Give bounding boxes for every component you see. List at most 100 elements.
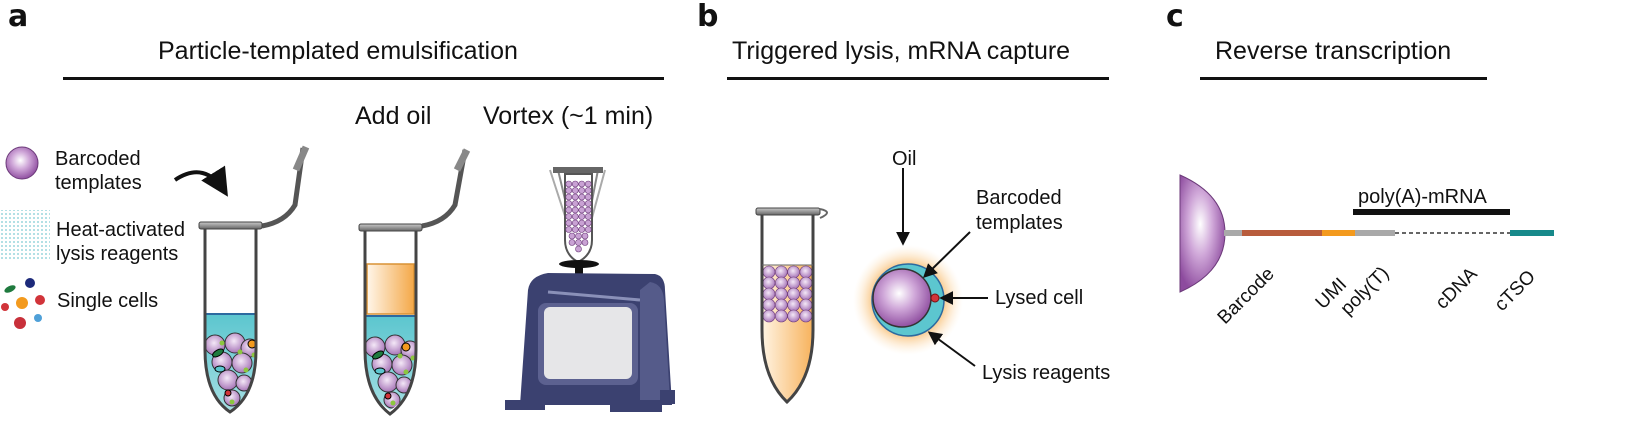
vortex-bead <box>578 219 586 227</box>
vortex-bead <box>581 239 589 246</box>
emulsion-droplet-bead <box>774 309 788 323</box>
panel-c-title-rule <box>1200 77 1487 80</box>
emulsion-droplet-bead <box>762 276 776 290</box>
umi-segment <box>1322 230 1355 236</box>
label-barcoded-1: Barcoded <box>976 187 1062 209</box>
panel-b-title: Triggered lysis, mRNA capture <box>732 37 1071 65</box>
emulsion-droplet-bead <box>762 265 776 279</box>
vortex-bead <box>575 232 582 240</box>
vortex-bead <box>568 232 576 240</box>
polyt-segment <box>1355 230 1395 236</box>
vortex-bead <box>578 213 586 220</box>
legend-lysis-reagents-label-2: lysis reagents <box>56 243 179 265</box>
emulsion-droplet-bead <box>762 287 776 301</box>
vortex-bead <box>571 200 579 207</box>
barcoded-template-bead-icon <box>5 146 39 180</box>
emulsion-droplet-bead <box>787 265 800 279</box>
panel-b-title-rule <box>727 77 1109 80</box>
emulsion-droplet-bead <box>799 276 813 290</box>
vortex-bead <box>571 219 579 227</box>
vortex-bead <box>578 193 586 201</box>
vortex-bead <box>575 239 582 246</box>
label-polya-mrna: poly(A)-mRNA <box>1358 186 1487 208</box>
vortex-bead <box>565 206 573 214</box>
vortex-bead <box>571 180 579 188</box>
emulsion-droplet-bead <box>787 309 800 323</box>
panel-c-title: Reverse transcription <box>1215 37 1452 65</box>
emulsion-droplet-bead <box>799 287 813 301</box>
emulsion-droplet-bead <box>774 276 788 290</box>
vortex-bead <box>584 180 592 188</box>
legend-lysis-reagents-label-1: Heat-activated <box>56 219 185 241</box>
vortex-bead <box>578 180 586 188</box>
emulsion-droplet-bead <box>762 309 776 323</box>
templates-arrow-icon <box>922 231 971 278</box>
emulsion-droplet-bead <box>774 287 788 301</box>
vortex-bead <box>565 180 573 188</box>
emulsion-droplet-bead <box>774 298 788 312</box>
vortex-bead <box>584 213 592 220</box>
reverse-transcription-diagram <box>1179 174 1554 293</box>
panel-b-letter: b <box>697 0 719 34</box>
legend-barcoded-templates-label-2: templates <box>55 172 142 194</box>
vortex-bead <box>578 200 586 207</box>
vortex-mixer-icon <box>505 167 675 412</box>
legend-single-cells-label: Single cells <box>57 290 159 312</box>
vortex-tube-beads <box>565 180 592 253</box>
vortex-bead <box>565 226 573 233</box>
panel-a-letter: a <box>8 0 29 34</box>
emulsion-droplets <box>762 265 813 323</box>
vortex-bead <box>584 206 592 214</box>
segment-label-cdna: cDNA <box>1432 263 1482 313</box>
vortex-bead <box>565 193 573 201</box>
vortex-bead <box>565 200 573 207</box>
vortex-bead <box>581 232 589 240</box>
vortex-bead <box>584 219 592 227</box>
add-arrow-icon <box>173 165 228 197</box>
panel-a-title-rule <box>63 77 664 80</box>
vortex-bead <box>568 239 576 246</box>
segment-label-barcode: Barcode <box>1214 264 1279 329</box>
segment-label-ctso: cTSO <box>1491 266 1540 315</box>
linker-segment <box>1224 230 1242 236</box>
vortex-bead <box>578 226 586 233</box>
label-barcoded-2: templates <box>976 212 1063 234</box>
single-cells-icon <box>1 278 45 329</box>
polya-mrna-bar <box>1353 209 1510 215</box>
lysis-reagents-icon <box>0 210 50 260</box>
emulsion-droplet-bead <box>799 265 813 279</box>
barcode-segment <box>1242 230 1322 236</box>
vortex-bead <box>571 187 579 194</box>
tube-with-oil-layer <box>358 148 471 416</box>
emulsion-droplet-bead <box>799 309 813 323</box>
vortex-bead <box>571 213 579 220</box>
vortex-bead <box>578 206 586 214</box>
vortex-bead <box>571 193 579 201</box>
panel-a-title: Particle-templated emulsification <box>158 37 518 65</box>
label-lysis-reagents: Lysis reagents <box>982 362 1111 384</box>
emulsion-droplet-bead <box>787 298 800 312</box>
label-lysed-cell: Lysed cell <box>995 287 1084 309</box>
ctso-segment <box>1510 230 1554 236</box>
emulsion-droplet-bead <box>787 276 800 290</box>
lysed-cell-dot <box>930 293 940 303</box>
vortex-bead <box>565 187 573 194</box>
label-oil: Oil <box>892 148 917 170</box>
panel-c-letter: c <box>1166 0 1184 34</box>
vortex-bead <box>584 187 592 194</box>
vortex-bead <box>584 226 592 233</box>
vortex-bead <box>571 206 579 214</box>
legend-barcoded-templates-label-1: Barcoded <box>55 148 141 170</box>
droplet-diagram <box>853 245 963 355</box>
vortex-bead <box>565 213 573 220</box>
emulsion-droplet-bead <box>762 298 776 312</box>
emulsion-droplet-bead <box>774 265 788 279</box>
tube-with-beads-and-cells <box>198 145 310 414</box>
step-vortex: Vortex (~1 min) <box>483 102 654 130</box>
step-add-oil: Add oil <box>355 102 432 130</box>
bead-surface-icon <box>1179 174 1226 293</box>
vortex-bead <box>584 193 592 201</box>
vortex-bead <box>565 219 573 227</box>
tube-with-emulsion <box>755 207 828 405</box>
emulsion-droplet-bead <box>799 298 813 312</box>
